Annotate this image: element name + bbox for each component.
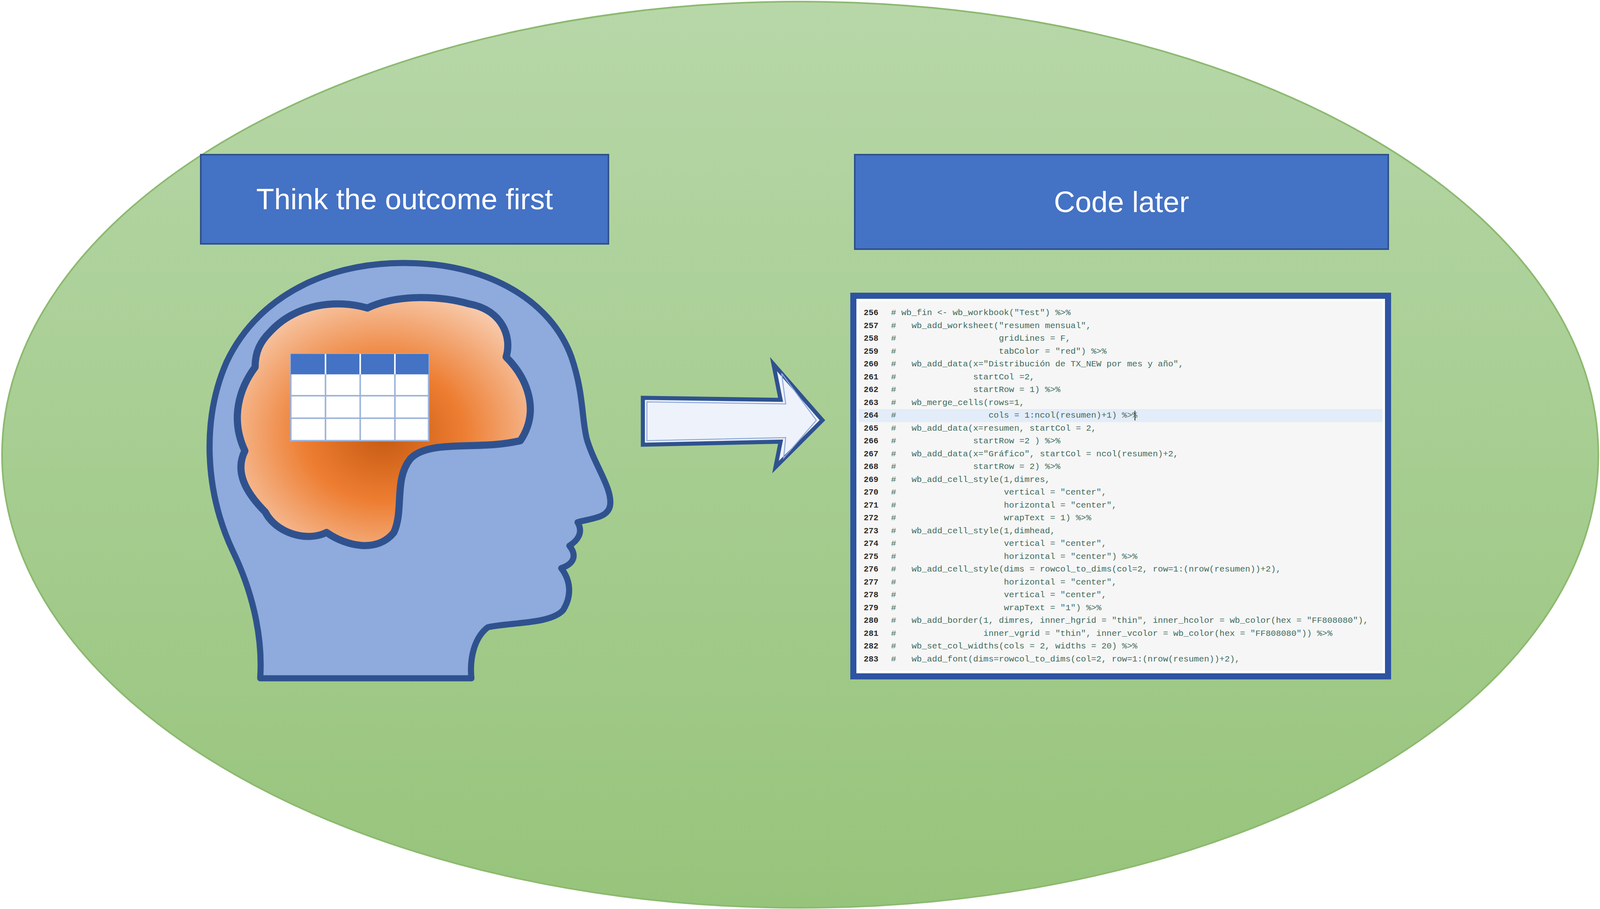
code-line: # vertical = "center", [891, 588, 1107, 602]
line-number: 264 [863, 409, 879, 423]
line-number: 263 [863, 396, 879, 410]
code-line: # tabColor = "red") %>% [891, 345, 1107, 359]
line-number: 273 [863, 524, 879, 538]
code-line: # wb_merge_cells(rows=1, [891, 396, 1025, 410]
code-line: # wb_add_cell_style(dims = rowcol_to_dim… [891, 563, 1282, 577]
code-line: # wrapText = 1) %>% [891, 511, 1091, 525]
code-line: # startRow =2 ) %>% [891, 434, 1061, 448]
line-number: 256 [863, 306, 879, 320]
code-line: # wb_add_worksheet("resumen mensual", [891, 319, 1091, 333]
line-number: 276 [863, 563, 879, 577]
line-number: 274 [863, 537, 879, 551]
code-line: # startRow = 2) %>% [891, 460, 1061, 474]
code-line: # wb_set_col_widths(cols = 2, widths = 2… [891, 640, 1138, 654]
title-box: Think the outcome first [199, 153, 610, 245]
code-line: # wb_add_data(x="Gráfico", startCol = nc… [891, 447, 1179, 461]
code-line: # horizontal = "center") %>% [891, 550, 1138, 564]
box-title: Code later [1053, 185, 1190, 220]
line-number: 257 [863, 319, 879, 333]
block-arrow [643, 364, 823, 468]
code-line: # wb_add_cell_style(1,dimres, [891, 473, 1051, 487]
code-line: # wb_add_font(dims=rowcol_to_dims(col=2,… [891, 653, 1241, 667]
line-number: 262 [863, 383, 879, 397]
code-line: # wb_add_border(1, dimres, inner_hgrid =… [891, 614, 1369, 628]
box-title: Think the outcome first [256, 182, 553, 217]
line-number: 275 [863, 550, 879, 564]
code-line: # wb_add_cell_style(1,dimhead, [891, 524, 1056, 538]
code-line: # wb_add_data(x=resumen, startCol = 2, [891, 422, 1097, 436]
table-header [290, 353, 429, 375]
table-grid [290, 374, 429, 442]
line-number: 260 [863, 357, 879, 371]
title-box: Code later [853, 153, 1390, 251]
arrow-shape [643, 364, 823, 468]
table-icon [290, 353, 429, 441]
line-number: 259 [863, 345, 879, 359]
line-number: 266 [863, 434, 879, 448]
code-panel: # wb_fin <- wb_workbook("Test") %>%# wb_… [850, 292, 1392, 680]
code-line: # gridLines = F, [891, 332, 1071, 346]
code-line: # vertical = "center", [891, 486, 1107, 500]
code-line: # wb_fin <- wb_workbook("Test") %>% [891, 306, 1071, 320]
code-line: # wb_add_data(x="Distribución de TX_NEW … [891, 357, 1184, 371]
code-line: # startRow = 1) %>% [891, 383, 1061, 397]
code-line: # wrapText = "1") %>% [891, 601, 1102, 615]
line-number: 270 [863, 486, 879, 500]
code-line: # vertical = "center", [891, 537, 1107, 551]
code-line: # startCol =2, [891, 370, 1035, 385]
line-number: 265 [863, 422, 879, 436]
head-silhouette [209, 263, 611, 679]
line-number: 261 [863, 370, 879, 385]
line-number: 279 [863, 601, 879, 615]
table-header-lines [325, 353, 395, 375]
line-number: 278 [863, 588, 879, 602]
head-illustration [209, 263, 611, 679]
line-number: 258 [863, 332, 879, 346]
line-number: 271 [863, 499, 879, 513]
brain-shape [237, 297, 531, 546]
line-number: 281 [863, 627, 879, 641]
line-number: 272 [863, 511, 879, 525]
line-number: 267 [863, 447, 879, 461]
code-line: # horizontal = "center", [891, 576, 1118, 590]
line-number: 280 [863, 614, 879, 628]
line-number: 282 [863, 640, 879, 654]
line-number: 268 [863, 460, 879, 474]
code-line: # cols = 1:ncol(resumen)+1) %>% [891, 409, 1138, 423]
code-line: # horizontal = "center", [891, 499, 1118, 513]
arrow-inner-line [647, 373, 817, 459]
line-number: 283 [863, 653, 879, 667]
code-line: # inner_vgrid = "thin", inner_vcolor = w… [891, 627, 1333, 641]
line-number: 277 [863, 576, 879, 590]
line-number: 269 [863, 473, 879, 487]
